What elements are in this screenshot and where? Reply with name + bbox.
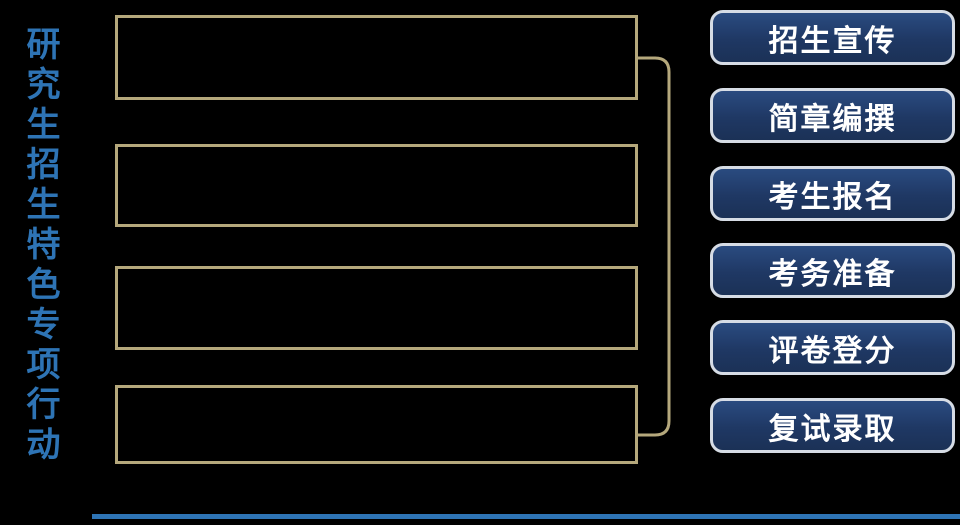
step-label: 评卷登分 [768, 333, 897, 369]
step-label: 考生报名 [768, 179, 897, 215]
process-box [115, 15, 638, 100]
vertical-title: 研究生招生特色专项行动 [20, 26, 60, 466]
step-label: 招生宣传 [768, 23, 897, 59]
bottom-accent-line [92, 514, 960, 519]
step-button-exam-preparation[interactable]: 考务准备 [710, 243, 955, 298]
process-box [115, 266, 638, 350]
step-label: 简章编撰 [768, 101, 897, 137]
step-button-candidate-registration[interactable]: 考生报名 [710, 166, 955, 221]
step-label: 考务准备 [768, 256, 897, 292]
step-label: 复试录取 [768, 411, 897, 447]
step-button-grading-scoring[interactable]: 评卷登分 [710, 320, 955, 375]
process-box [115, 144, 638, 227]
step-button-admissions-publicity[interactable]: 招生宣传 [710, 10, 955, 65]
process-box [115, 385, 638, 464]
bracket-connector [637, 56, 671, 437]
step-button-retest-admission[interactable]: 复试录取 [710, 398, 955, 453]
step-button-brochure-compilation[interactable]: 简章编撰 [710, 88, 955, 143]
